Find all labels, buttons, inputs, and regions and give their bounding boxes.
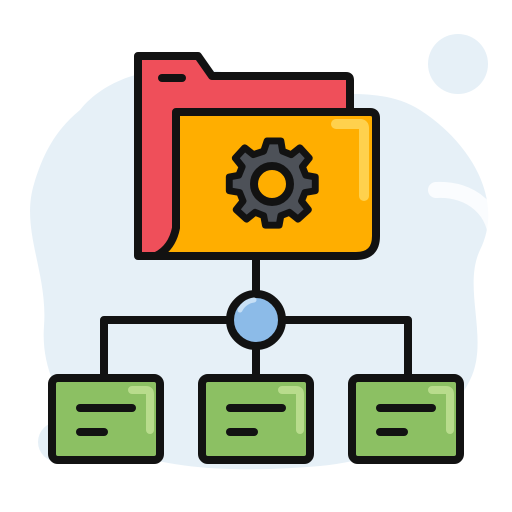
hierarchy-connectors	[100, 254, 412, 382]
gear-icon	[225, 137, 319, 229]
child-box-center	[198, 374, 314, 464]
child-box-left	[48, 374, 164, 464]
connector-node	[226, 290, 286, 350]
child-box-right	[348, 374, 464, 464]
